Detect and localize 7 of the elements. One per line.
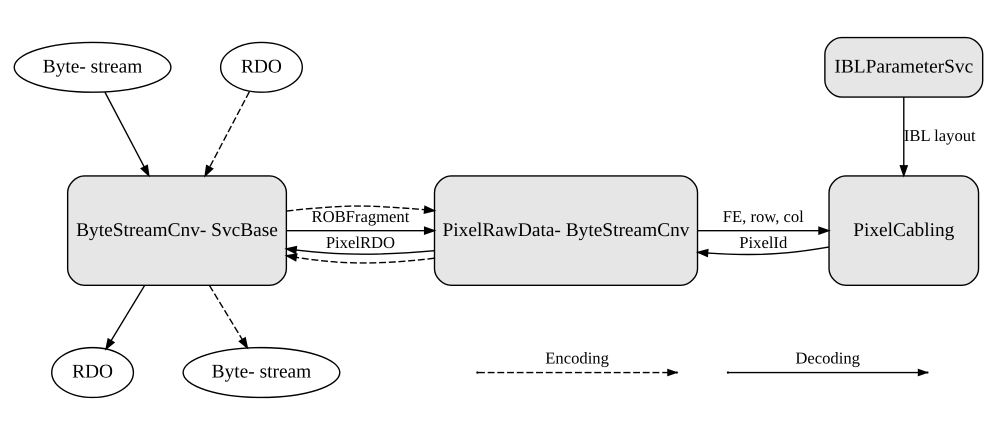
edge-label: FE, row, col: [722, 206, 804, 226]
edge-label: PixelRDO: [326, 233, 396, 252]
legend-label: Decoding: [795, 348, 860, 368]
edge-label: PixelId: [739, 233, 788, 252]
legend-label: Encoding: [545, 348, 609, 368]
edge-label: IBL layout: [904, 126, 976, 145]
edge-label: ROBFragment: [312, 206, 410, 226]
